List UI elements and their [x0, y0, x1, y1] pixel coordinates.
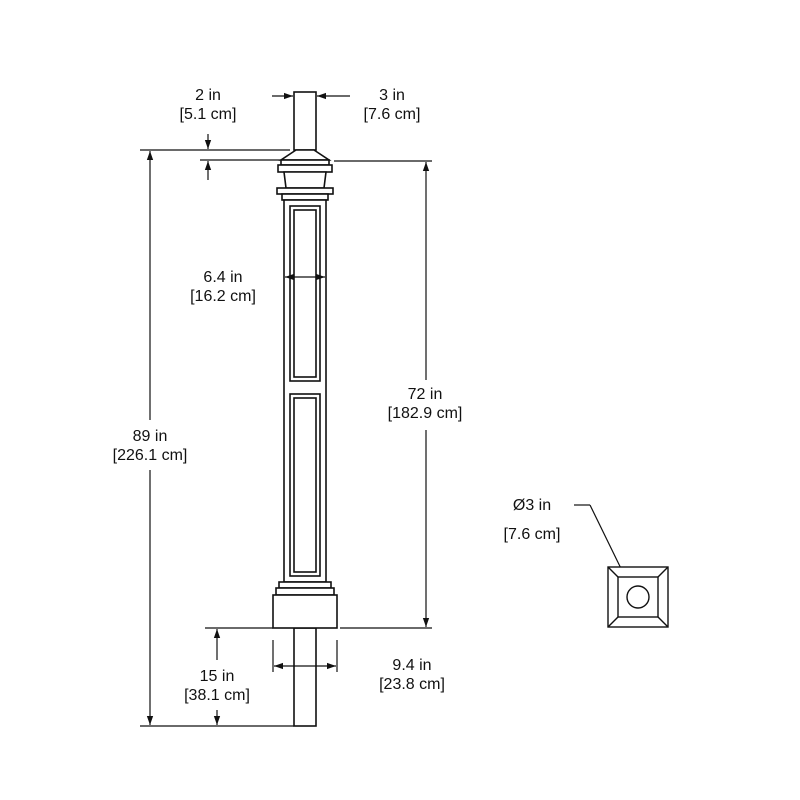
bottom-pipe	[293, 627, 317, 727]
pipe-hole	[626, 585, 650, 609]
base-top-view	[607, 566, 669, 628]
label-shaft: 6.4 in[16.2 cm]	[190, 269, 256, 305]
label-top-left: 2 in[5.1 cm]	[179, 87, 237, 123]
upper-panel	[289, 205, 321, 382]
label-overall-height: 89 in[226.1 cm]	[112, 428, 188, 464]
dim-bottom-pipe	[205, 627, 273, 725]
top-pipe	[293, 91, 317, 151]
dim-base	[272, 640, 338, 672]
lower-panel	[289, 393, 321, 577]
dim-overall	[140, 149, 294, 727]
post-base	[272, 581, 338, 629]
post-cap	[276, 149, 334, 201]
label-post-height: 72 in[182.9 cm]	[387, 386, 463, 422]
dim-post-height	[334, 160, 432, 629]
label-pipe: 3 in[7.6 cm]	[363, 87, 421, 123]
label-hole-diameter: Ø3 in[7.6 cm]	[503, 497, 561, 543]
label-base-width: 9.4 in[23.8 cm]	[379, 657, 445, 693]
post-elevation	[272, 91, 338, 727]
dim-top-left	[200, 134, 290, 180]
label-bottom-pipe: 15 in[38.1 cm]	[184, 668, 250, 704]
